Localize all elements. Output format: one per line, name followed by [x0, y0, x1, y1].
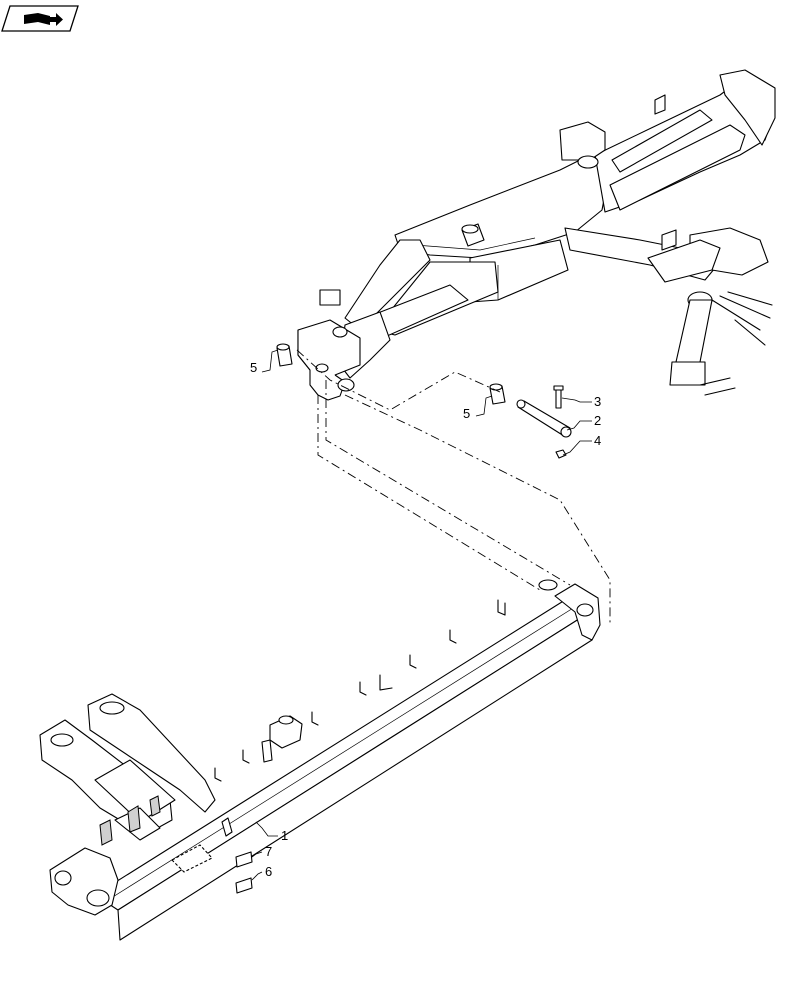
exploded-parts — [276, 343, 572, 459]
bushing-part-right — [489, 383, 506, 405]
upper-frame-assembly — [297, 69, 776, 401]
bolt-part — [553, 385, 564, 409]
callout-2: 2 — [594, 413, 601, 428]
callout-5-left: 5 — [250, 360, 257, 375]
book-arrow-icon — [24, 13, 63, 26]
callout-labels: 5 5 3 2 4 1 7 6 — [250, 360, 601, 879]
callout-3: 3 — [594, 394, 601, 409]
assembly-centerlines — [296, 349, 611, 625]
nut-part — [555, 449, 567, 459]
decal-part-6 — [235, 877, 253, 894]
callout-5-right: 5 — [463, 406, 470, 421]
pivot-pin-part — [516, 399, 572, 438]
callout-4: 4 — [594, 433, 601, 448]
bushing-part-left — [276, 343, 293, 367]
main-beam-part — [39, 579, 601, 941]
callout-6: 6 — [265, 864, 272, 879]
index-nav-button[interactable] — [1, 5, 79, 32]
leader-lines — [251, 349, 592, 881]
callout-7: 7 — [265, 844, 272, 859]
callout-1: 1 — [281, 828, 288, 843]
decal-part-7 — [235, 851, 253, 868]
